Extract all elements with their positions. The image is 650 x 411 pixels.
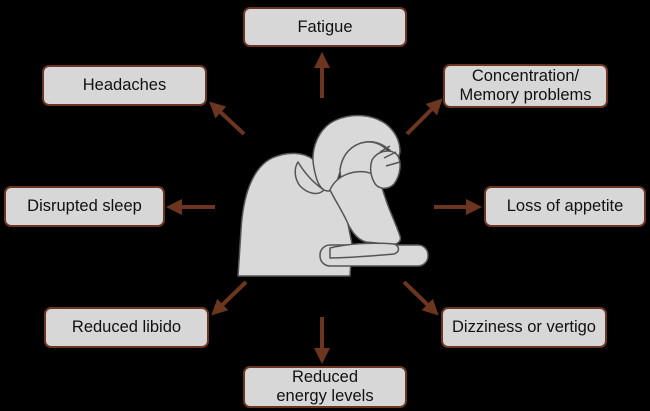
concentration-label-line1: Concentration/	[471, 67, 580, 85]
concentration-label-line2: Memory problems	[459, 86, 592, 104]
loss-of-appetite-box: Loss of appetite	[484, 186, 646, 227]
reduced-energy-box: Reduced energy levels	[243, 366, 407, 408]
dizziness-vertigo-box: Dizziness or vertigo	[441, 307, 607, 348]
disrupted-sleep-box: Disrupted sleep	[4, 186, 165, 227]
arrow-to-reduced-libido	[211, 280, 248, 316]
concentration-memory-box: Concentration/ Memory problems	[443, 64, 608, 108]
headaches-box: Headaches	[42, 65, 207, 106]
reduced-energy-label-line1: Reduced	[291, 368, 359, 386]
fatigue-box: Fatigue	[243, 7, 407, 47]
person-figure	[237, 114, 429, 277]
reduced-libido-label: Reduced libido	[71, 318, 182, 336]
reduced-libido-box: Reduced libido	[44, 307, 209, 348]
arrow-to-dizziness	[402, 280, 439, 316]
disrupted-sleep-label: Disrupted sleep	[27, 197, 142, 215]
loss-of-appetite-label: Loss of appetite	[506, 197, 624, 215]
dizziness-label: Dizziness or vertigo	[452, 318, 596, 336]
headaches-label: Headaches	[82, 76, 167, 94]
fatigue-label: Fatigue	[297, 17, 353, 36]
reduced-energy-label-line2: energy levels	[276, 387, 374, 405]
arrow-to-headaches	[209, 101, 246, 136]
arrow-to-concentration	[405, 98, 443, 136]
